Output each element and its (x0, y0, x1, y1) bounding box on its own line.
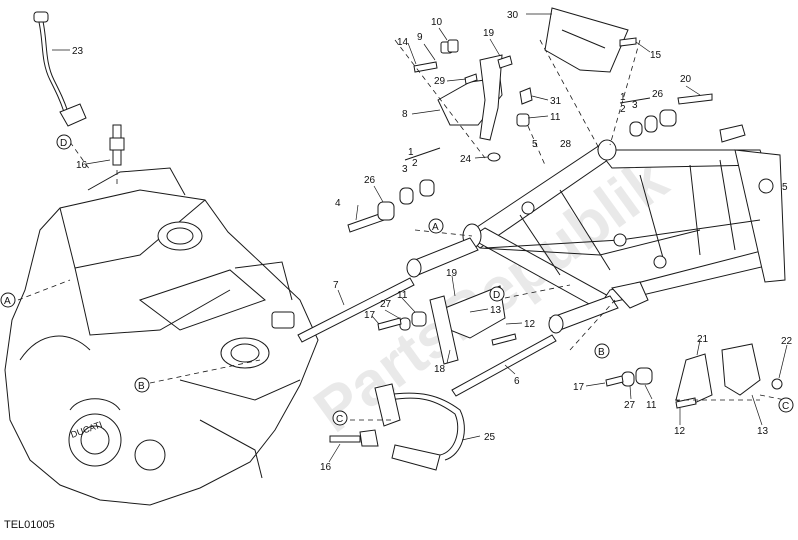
callout-27: 27 (380, 299, 392, 310)
callout-17: 17 (364, 310, 376, 321)
ignition-parts (33, 11, 465, 471)
part-6-axle (451, 334, 557, 397)
lower-linkage-parts (297, 277, 783, 409)
part-13-housing-right (721, 343, 761, 396)
callout-24: 24 (460, 154, 472, 165)
callout-11: 11 (550, 112, 561, 123)
leader-lines (52, 13, 788, 463)
marker-d-linkage: D (493, 290, 500, 301)
callout-31: 31 (550, 96, 562, 107)
upper-bracket-parts (413, 7, 637, 162)
callout-2: 2 (620, 104, 626, 115)
callout-numbers: 30 10 19 9 14 15 23 29 31 20 8 11 1 2 3 … (72, 10, 793, 473)
callout-5: 5 (532, 139, 538, 150)
upper-right-fasteners (629, 93, 713, 137)
callout-5b: 5 (782, 182, 788, 193)
part-7-axle (297, 277, 415, 343)
callout-19b: 19 (446, 268, 458, 279)
callout-15: 15 (650, 50, 662, 61)
callout-9: 9 (417, 32, 423, 43)
reference-markers: D A A B C D B C (0, 134, 794, 426)
callout-7: 7 (333, 280, 339, 291)
main-frame (406, 124, 786, 334)
callout-26b: 26 (364, 175, 376, 186)
diagram-code: TEL01005 (4, 519, 55, 531)
marker-c-engine: C (336, 414, 343, 425)
callout-12b: 12 (674, 426, 686, 437)
callout-1: 1 (620, 92, 626, 103)
callout-21: 21 (697, 334, 709, 345)
callout-23: 23 (72, 46, 84, 57)
part-21-bracket (675, 353, 713, 406)
callout-16b: 16 (320, 462, 332, 473)
callout-25: 25 (484, 432, 496, 443)
callout-28: 28 (560, 139, 572, 150)
marker-d-top: D (60, 138, 67, 149)
callout-11c: 11 (646, 400, 657, 411)
assembly-guide-lines (17, 39, 786, 421)
callout-14: 14 (397, 37, 409, 48)
callout-4: 4 (335, 198, 341, 209)
callout-8: 8 (402, 109, 408, 120)
callout-22: 22 (781, 336, 793, 347)
part-18-link (429, 295, 459, 365)
callout-13: 13 (490, 305, 502, 316)
callout-19: 19 (483, 28, 495, 39)
callout-30: 30 (507, 10, 519, 21)
marker-b-engine: B (138, 381, 145, 392)
marker-c-right: C (782, 401, 789, 412)
callout-18: 18 (434, 364, 446, 375)
callout-10: 10 (431, 17, 443, 28)
callout-2b: 2 (412, 158, 418, 169)
callout-13b: 13 (757, 426, 769, 437)
callout-20: 20 (680, 74, 692, 85)
callout-11b: 11 (397, 290, 408, 301)
callout-3b: 3 (402, 164, 408, 175)
marker-a-engine: A (4, 296, 11, 307)
marker-a-frame: A (432, 222, 439, 233)
callout-1b: 1 (408, 147, 414, 158)
kit-brackets (404, 97, 651, 161)
callout-16: 16 (76, 160, 88, 171)
callout-27b: 27 (624, 400, 636, 411)
part-16-plug-bottom (329, 435, 361, 443)
marker-b-frame: B (598, 347, 605, 358)
callout-3: 3 (632, 100, 638, 111)
engine-assembly: DUCATI (4, 167, 319, 506)
callout-26: 26 (652, 89, 664, 100)
left-frame-fasteners (347, 179, 435, 233)
callout-6: 6 (514, 376, 520, 387)
callout-12: 12 (524, 319, 536, 330)
callout-29: 29 (434, 76, 446, 87)
callout-17b: 17 (573, 382, 585, 393)
